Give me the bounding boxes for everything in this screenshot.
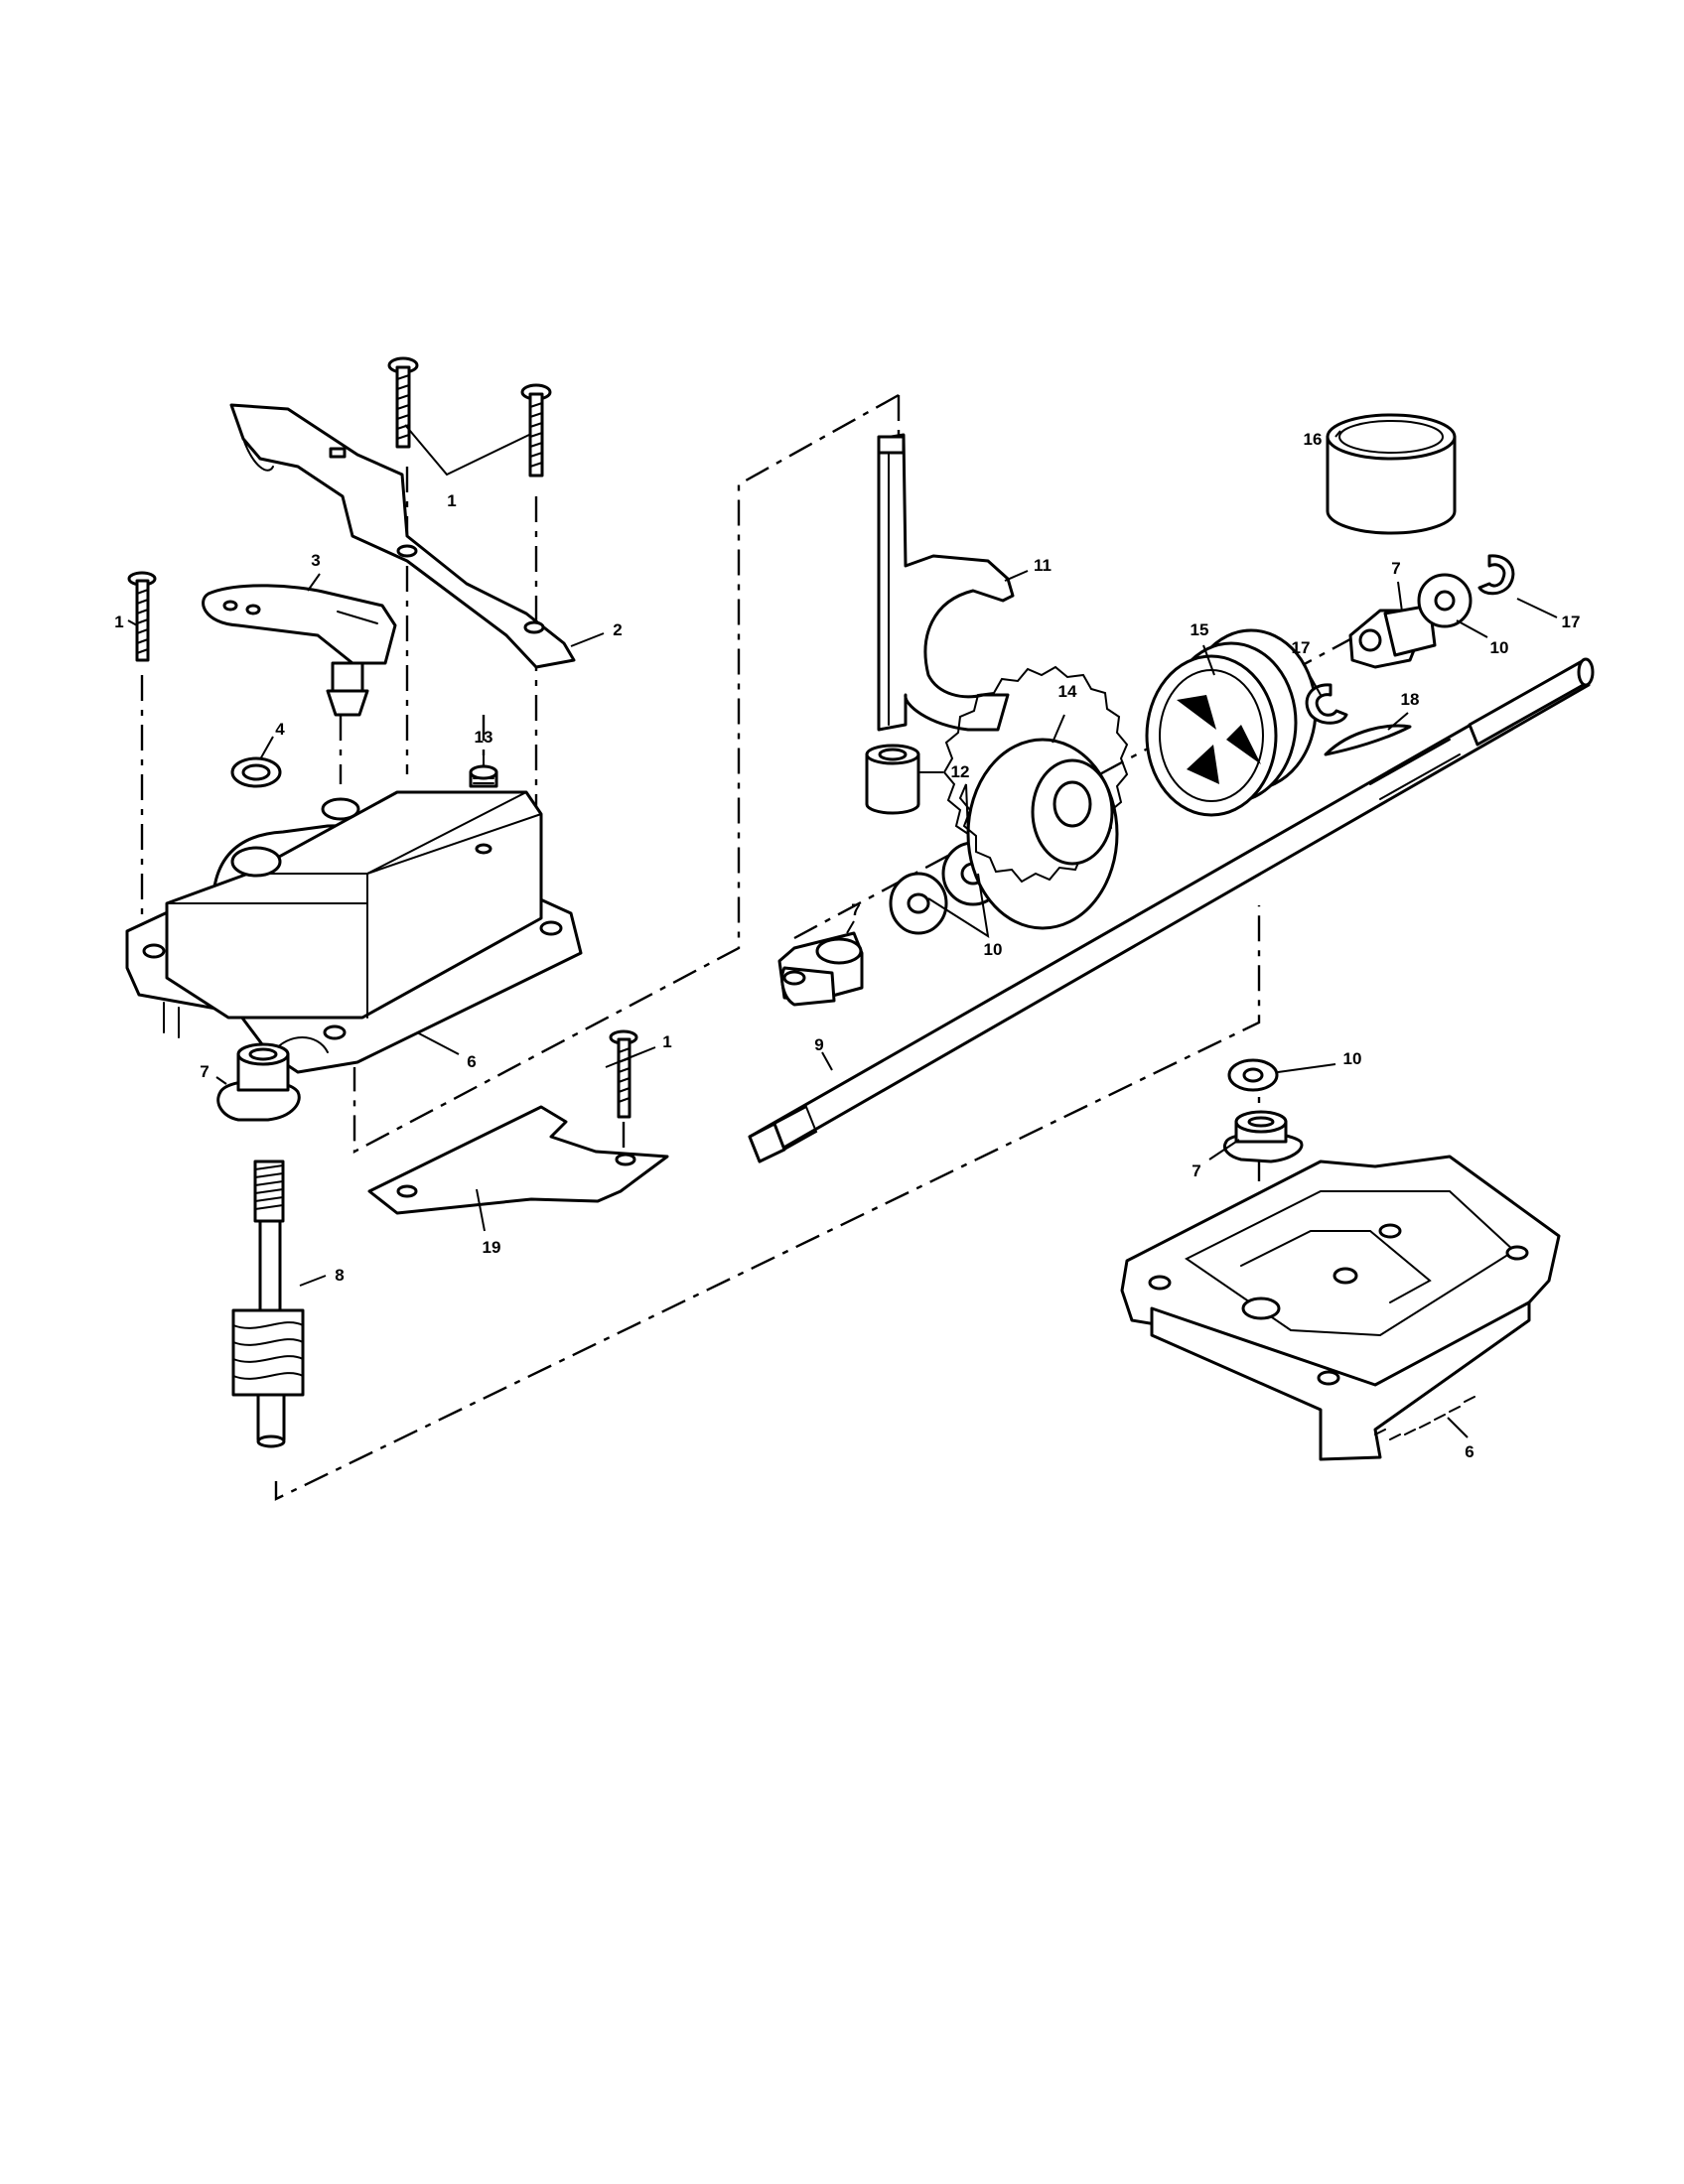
bearing-right-part-7 <box>1348 604 1437 669</box>
label-housing-upper: 6 <box>467 1052 476 1071</box>
cup-part-16 <box>1326 413 1457 535</box>
label-bushing: 4 <box>275 720 285 739</box>
key-part-18 <box>1324 724 1412 756</box>
ring-left-part-17 <box>1305 683 1348 725</box>
housing-lower-part-6 <box>1120 1155 1561 1461</box>
label-washer-right: 10 <box>1490 638 1509 657</box>
bearing-left-part-7 <box>216 1042 301 1122</box>
label-bearing-left: 7 <box>200 1062 209 1081</box>
screw-left <box>127 571 157 662</box>
lever-part-3 <box>202 584 397 717</box>
label-gasket: 19 <box>483 1238 501 1257</box>
clutch-part-15 <box>1145 628 1318 817</box>
label-bearing-lower: 7 <box>1192 1161 1200 1180</box>
label-lever: 3 <box>311 551 320 570</box>
worm-shaft-part-8 <box>231 1160 305 1448</box>
label-spacer: 12 <box>951 762 970 781</box>
spacer-part-12 <box>865 744 920 815</box>
label-washer-lower: 10 <box>1343 1049 1362 1068</box>
label-worm-shaft: 8 <box>335 1266 344 1285</box>
label-bearing-shaft: 7 <box>851 900 860 919</box>
label-bearing-right: 7 <box>1391 559 1400 578</box>
label-clutch: 15 <box>1191 620 1209 639</box>
washer-lower-part-10 <box>1227 1058 1279 1092</box>
plug-part-13 <box>469 764 498 788</box>
label-axle: 9 <box>814 1035 823 1054</box>
screw-plate <box>609 1029 638 1119</box>
label-washers-pair: 10 <box>984 940 1003 959</box>
axle-part-9 <box>748 657 1595 1163</box>
leader-lines <box>127 424 1558 1438</box>
label-cup: 16 <box>1304 430 1323 449</box>
shift-fork-part-11 <box>877 433 1015 732</box>
label-screw-top: 1 <box>447 491 456 510</box>
label-bracket: 2 <box>613 620 622 639</box>
label-screw-plate: 1 <box>662 1032 671 1051</box>
gasket-part-19 <box>367 1105 669 1215</box>
bracket-part-2 <box>229 403 576 669</box>
label-ring-right: 17 <box>1562 613 1581 631</box>
ring-right-part-17 <box>1477 554 1515 596</box>
screw-top-b <box>520 383 552 478</box>
callout-labels: 1 1 1 2 3 4 13 6 7 8 19 11 12 14 15 17 7… <box>114 430 1580 1461</box>
label-gear: 14 <box>1058 682 1077 701</box>
bushing-part-4 <box>230 756 282 788</box>
gear-part-14 <box>942 665 1129 930</box>
bearing-lower-part-7 <box>1223 1110 1304 1163</box>
label-plug: 13 <box>475 728 493 747</box>
label-key: 18 <box>1401 690 1420 709</box>
washer-right-part-10 <box>1417 573 1473 628</box>
bearing-shaft-part-7 <box>777 931 864 1007</box>
label-ring-left: 17 <box>1292 638 1311 657</box>
label-shift-fork: 11 <box>1034 556 1052 575</box>
housing-upper-part-6 <box>125 790 583 1074</box>
label-screw-left: 1 <box>114 613 123 631</box>
label-housing-lower: 6 <box>1465 1442 1474 1461</box>
